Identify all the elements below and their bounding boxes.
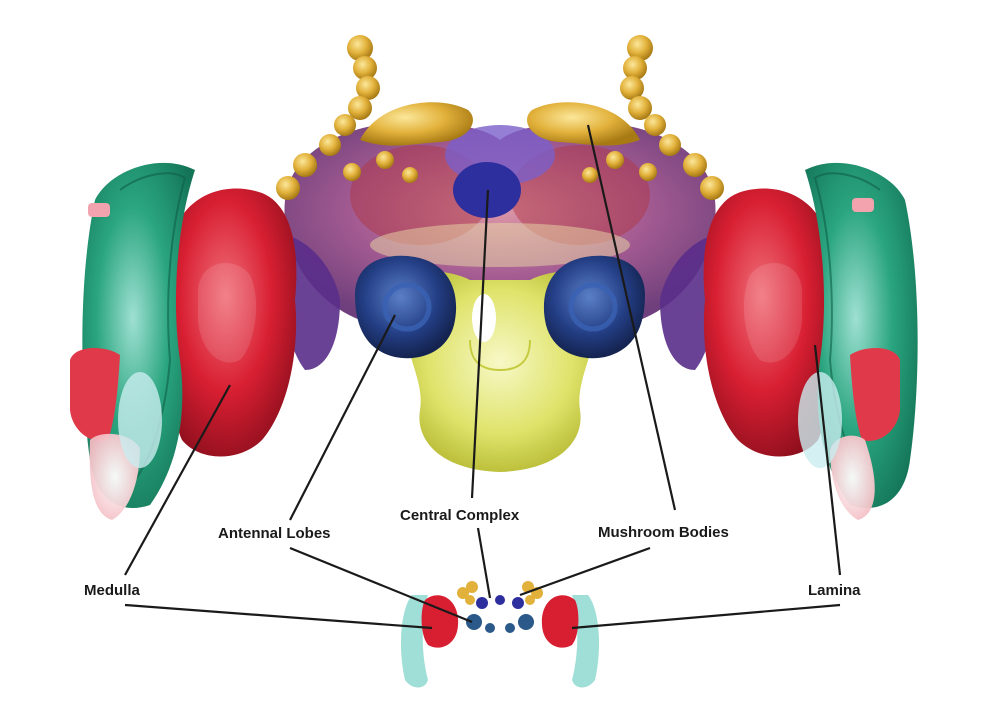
lamina-right: [798, 162, 918, 520]
leader-mushroom-bodies-bottom: [519, 546, 651, 597]
small-brain-inset: [400, 581, 600, 688]
label-antennal-lobes: Antennal Lobes: [218, 525, 331, 542]
label-lamina: Lamina: [808, 582, 861, 599]
medulla-left: [167, 188, 297, 457]
label-central-complex: Central Complex: [400, 507, 520, 524]
leader-central-complex-bottom: [476, 527, 492, 599]
leader-central-complex-top: [470, 189, 490, 499]
leader-lamina-bottom: [571, 603, 841, 630]
antennal-lobes: [355, 255, 645, 359]
lamina-left: [70, 162, 195, 520]
leader-antennal-lobes-top: [289, 314, 396, 521]
leader-lines: [124, 124, 842, 630]
medulla-right: [703, 188, 833, 457]
leader-antennal-lobes-bottom: [289, 546, 473, 624]
mushroom-bodies: [276, 35, 724, 200]
leader-mushroom-bodies-top: [586, 124, 677, 511]
leader-lamina-top: [813, 344, 842, 576]
leader-medulla-bottom: [124, 603, 433, 630]
label-mushroom-bodies: Mushroom Bodies: [598, 524, 729, 541]
label-medulla: Medulla: [84, 582, 140, 599]
leader-medulla-top: [124, 384, 231, 576]
